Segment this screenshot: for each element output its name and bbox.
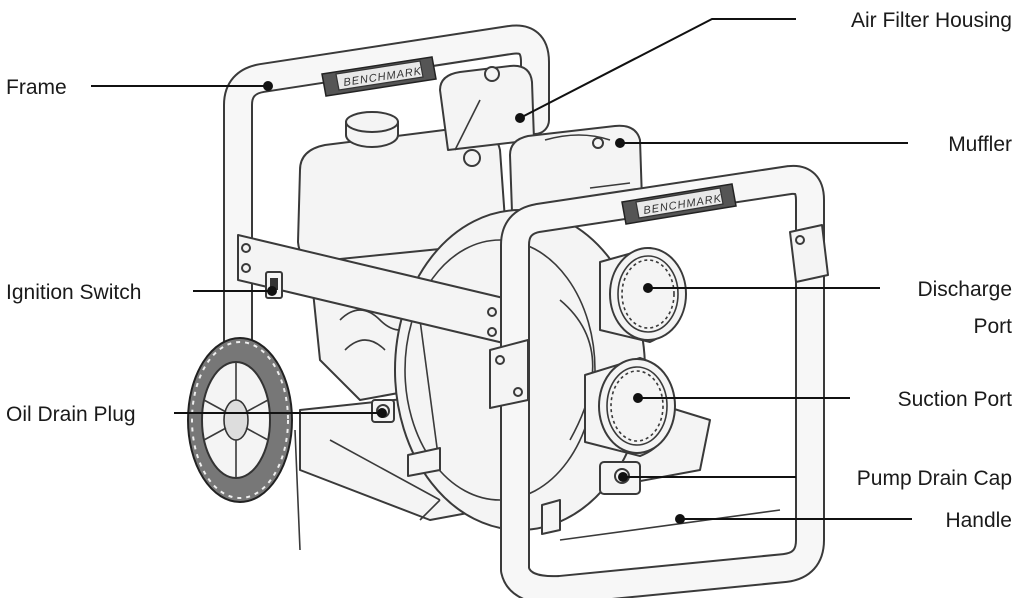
air-filter-housing: [439, 64, 535, 151]
discharge-port: [599, 247, 687, 343]
suction-port: [584, 357, 676, 457]
label-muffler: Muffler: [948, 133, 1012, 156]
label-discharge-port-line2: Port: [973, 315, 1012, 338]
label-pump-drain-cap: Pump Drain Cap: [857, 467, 1012, 490]
leader-air-filter-housing: [519, 18, 796, 119]
wheel: [187, 337, 293, 503]
frame-front: [500, 164, 825, 598]
label-air-filter-housing: Air Filter Housing: [851, 9, 1012, 32]
frame-brackets: [407, 224, 829, 535]
label-discharge-port-line1: Discharge: [917, 278, 1012, 301]
label-frame: Frame: [6, 76, 67, 99]
label-handle: Handle: [945, 509, 1012, 532]
label-oil-drain-plug: Oil Drain Plug: [6, 403, 136, 426]
frame-grip-top: BENCHMARK: [321, 56, 437, 97]
frame-back: [223, 24, 550, 435]
leader-lines: [91, 18, 912, 524]
label-ignition-switch: Ignition Switch: [6, 281, 141, 304]
label-suction-port: Suction Port: [898, 388, 1013, 411]
pump-illustration: BENCHMARK: [187, 24, 829, 598]
callout-labels: Frame Air Filter Housing Muffler Ignitio…: [6, 9, 1012, 532]
